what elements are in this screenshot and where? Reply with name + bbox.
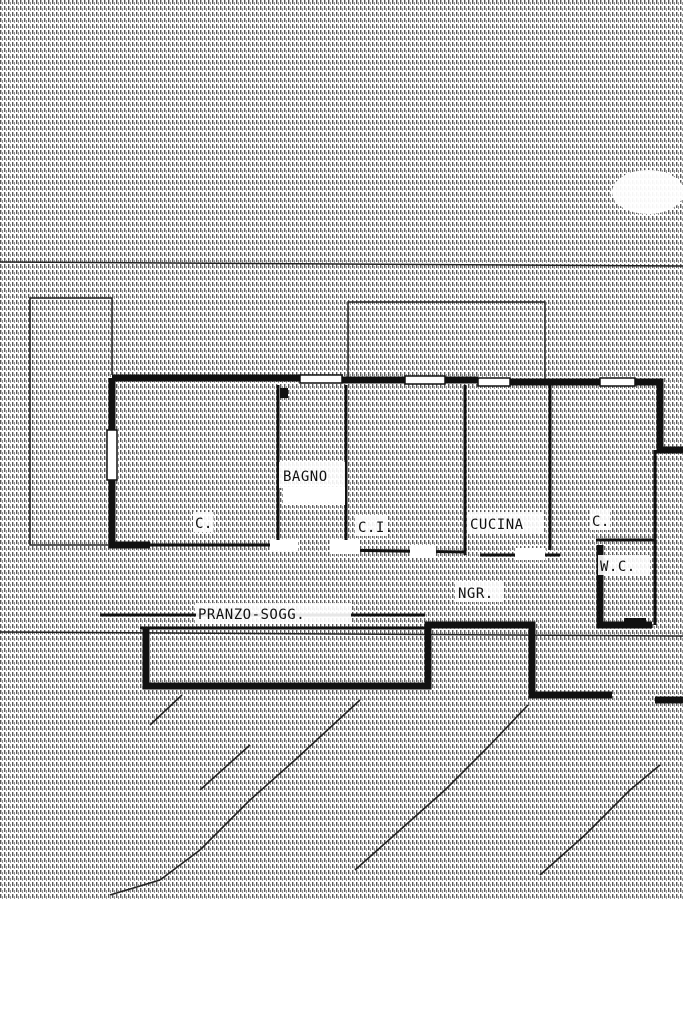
c-mid-label-bg	[356, 516, 388, 536]
wall-mark	[280, 388, 288, 398]
interior-walls	[100, 385, 657, 630]
wc-label-bg	[598, 555, 650, 575]
top-guideline	[0, 261, 683, 267]
pranzo-label-bg	[196, 603, 351, 623]
door-openings	[270, 487, 545, 560]
ingr-label-bg	[455, 582, 503, 602]
smudge-mark	[612, 170, 683, 214]
room-label-closet-mid: C.I.	[358, 520, 394, 536]
room-label-closet-right: C.	[592, 514, 610, 530]
room-label-closet-left: C.	[195, 516, 213, 532]
room-label-cucina: CUCINA	[470, 517, 524, 533]
windows	[106, 374, 636, 481]
cucina-label-bg	[468, 512, 544, 534]
room-label-pranzo-soggiorno: PRANZO-SOGG.	[198, 607, 305, 623]
wc-vent-mark	[624, 618, 646, 628]
bottom-guideline	[0, 631, 683, 637]
bagno-label-bg	[279, 462, 345, 488]
room-label-ingresso: NGR.	[458, 586, 494, 602]
balcony-left	[29, 297, 113, 546]
room-label-bagno: BAGNO	[283, 469, 328, 485]
terrace-hatching	[109, 694, 661, 896]
blank-bottom-margin	[0, 900, 683, 1023]
scan-texture	[0, 0, 683, 905]
balcony-top	[347, 301, 546, 380]
c-right-label-bg	[590, 510, 610, 530]
room-label-wc: W.C.	[600, 559, 636, 575]
c-left-label-bg	[193, 512, 213, 532]
